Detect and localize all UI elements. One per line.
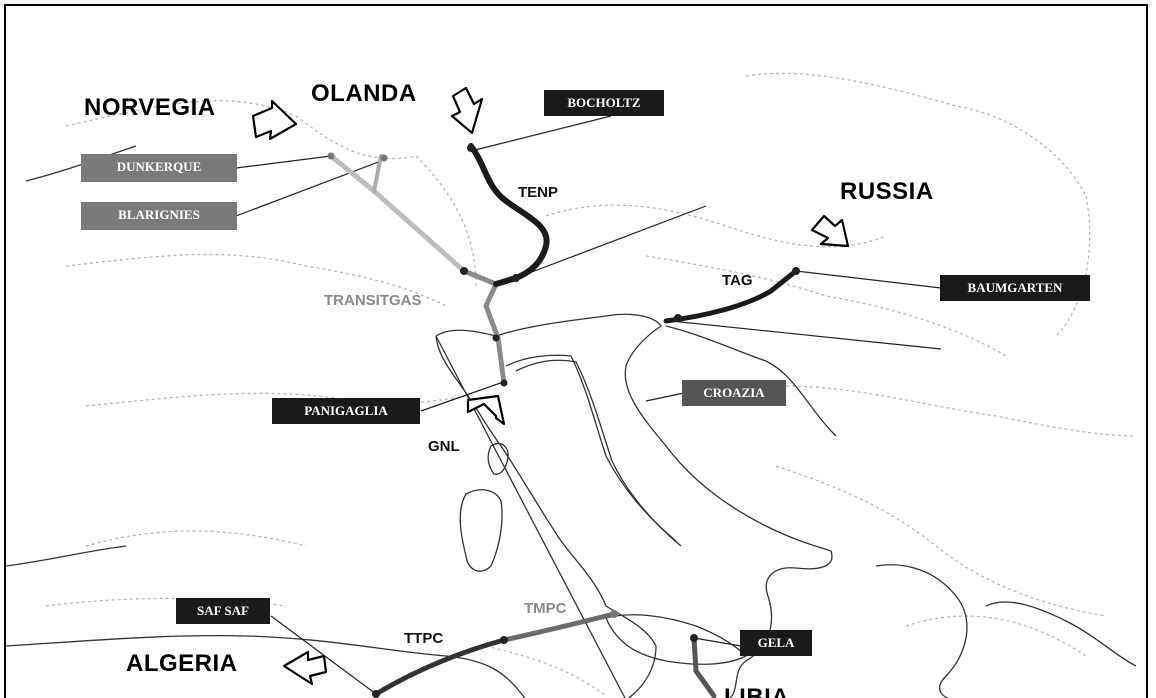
station-box-saf-saf: SAF SAF (176, 598, 270, 624)
leader-lines (235, 115, 942, 695)
ttpc-line (373, 637, 507, 697)
blarignies-light-line (372, 154, 383, 193)
pipeline-label-tenp: TENP (518, 184, 559, 201)
country-label-olanda: OLANDA (311, 80, 417, 107)
gnl-arrow-icon (466, 394, 506, 426)
libia-line (691, 635, 717, 698)
olanda-arrow-icon (450, 86, 484, 135)
tmpc-line (501, 611, 617, 643)
pipelines (328, 143, 799, 698)
russia-arrow-icon (810, 214, 850, 248)
algeria-arrow-icon (282, 650, 328, 686)
pipeline-label-transitgas: TRANSITGAS (324, 292, 422, 309)
station-box-baumgarten: BAUMGARTEN (940, 275, 1090, 301)
station-box-croazia: CROAZIA (682, 380, 786, 406)
pipeline-label-tmpc: TMPC (524, 600, 567, 617)
country-label-libia: LIBIA (724, 684, 790, 698)
import-arrows (251, 86, 850, 686)
pipeline-label-tag: TAG (722, 272, 753, 289)
coastlines (6, 145, 1137, 698)
country-label-norvegia: NORVEGIA (84, 94, 216, 121)
national-borders (45, 72, 1137, 697)
transitgas-grey-line (461, 268, 507, 386)
station-box-blarignies: BLARIGNIES (81, 202, 237, 230)
station-box-panigaglia: PANIGAGLIA (272, 398, 420, 424)
station-box-bocholtz: BOCHOLTZ (544, 90, 664, 116)
gas-pipeline-map: NORVEGIA OLANDA RUSSIA ALGERIA LIBIA TEN… (4, 4, 1148, 698)
pipeline-label-gnl: GNL (428, 438, 460, 455)
tenp-line (468, 143, 550, 287)
map-canvas (6, 72, 1137, 698)
station-box-dunkerque: DUNKERQUE (81, 154, 237, 182)
station-box-gela: GELA (740, 630, 812, 656)
country-label-algeria: ALGERIA (126, 650, 238, 677)
pipeline-label-ttpc: TTPC (404, 630, 444, 647)
transitgas-light-line (328, 153, 467, 274)
station-dots (327, 144, 800, 698)
country-label-russia: RUSSIA (840, 178, 934, 205)
norvegia-arrow-icon (251, 99, 298, 141)
